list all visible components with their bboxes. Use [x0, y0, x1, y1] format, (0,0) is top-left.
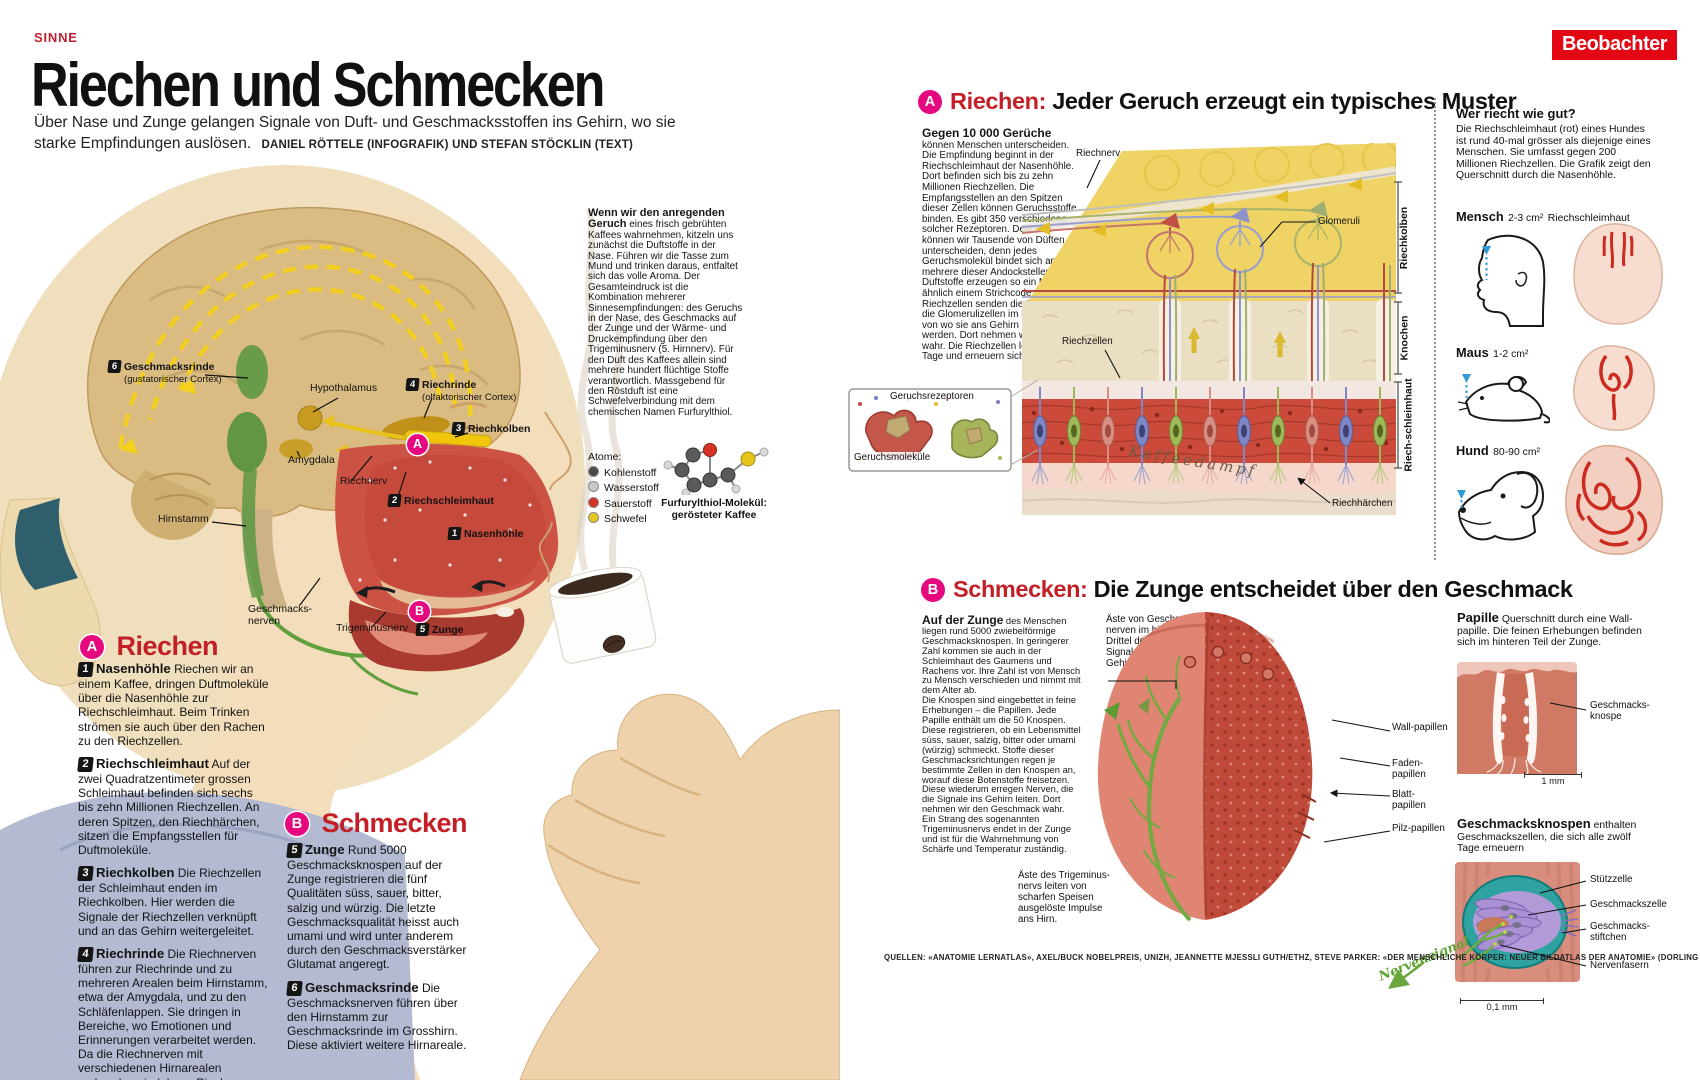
legend-item-wasserstoff: Wasserstoff: [588, 481, 659, 497]
section-riechen-heading: A Riechen: [80, 631, 218, 662]
species-mensch-label: Mensch 2-3 cm² Riechschleimhaut: [1456, 209, 1630, 224]
label-trigeminusnerv: Trigeminusnerv: [336, 622, 408, 634]
mouse-icon: [1458, 374, 1550, 424]
label-riechhaerchen: Riechhärchen: [1332, 498, 1393, 509]
page-title: Riechen und Schmecken: [31, 51, 605, 120]
species-hund-label: Hund 80-90 cm²: [1456, 443, 1540, 458]
kicker: SINNE: [34, 30, 78, 45]
sidebar-text: Die Riechschleimhaut (rot) eines Hundes …: [1456, 124, 1651, 182]
label-hirnstamm: Hirnstamm: [158, 513, 209, 525]
legend-item-schwefel: Schwefel: [588, 512, 659, 528]
knospen-block: Geschmacksknospen enthalten Geschmacksze…: [1457, 816, 1637, 855]
atoms-legend: Atome: Kohlenstoff Wasserstoff Sauerstof…: [588, 450, 659, 528]
section-schmecken-heading: B Schmecken: [285, 808, 468, 839]
human-head-icon: [1476, 234, 1546, 327]
label-geruchsrezeptoren: Geruchsrezeptoren: [888, 391, 976, 402]
badge-1: 1: [447, 527, 462, 540]
section-a-marker: A: [80, 634, 104, 659]
receptor-inset: [848, 388, 1012, 472]
dog-icon: [1457, 470, 1545, 541]
label-geschmacksnerven: Geschmacks-nerven: [248, 603, 313, 627]
hydrogen-swatch-icon: [588, 481, 599, 492]
papilla-crosssection: [1457, 662, 1577, 774]
layer-label-knochen: Knochen: [1398, 315, 1411, 361]
scale-01mm: 0,1 mm: [1460, 998, 1544, 1012]
sulfur-swatch-icon: [588, 512, 599, 523]
label-wallpapillen: Wall-papillen: [1392, 722, 1448, 733]
carbon-swatch-icon: [588, 465, 599, 477]
legend-item-kohlenstoff: Kohlenstoff: [588, 465, 659, 482]
label-geschmacksstiftchen: Geschmacks-stiftchen: [1590, 921, 1650, 943]
taste-bud-illustration: [1455, 862, 1580, 982]
badge-2: 2: [387, 494, 402, 507]
dog-nose-crosssection-icon: [1565, 444, 1663, 555]
mouse-nose-crosssection-icon: [1573, 345, 1655, 431]
tongue-illustration: [1097, 612, 1317, 922]
legend-item-sauerstoff: Sauerstoff: [588, 496, 659, 513]
divider-dotted: [1434, 98, 1436, 560]
note-trigeminus: Äste des Trigeminus-nervs leiten von sch…: [1018, 870, 1111, 925]
intro-text: Wenn wir den anregenden Geruch eines fri…: [588, 207, 743, 418]
panel-b-body: Auf der Zunge des Menschen liegen rund 5…: [922, 613, 1081, 854]
label-blattpapillen: Blatt-papillen: [1392, 789, 1426, 811]
molecule-caption: Furfurylthiol-Molekül: gerösteter Kaffee: [661, 498, 767, 521]
subtitle: Über Nase und Zunge gelangen Signale von…: [34, 112, 684, 156]
panel-a-headline: Riechen: Jeder Geruch erzeugt ein typisc…: [950, 88, 1517, 114]
sidebar-title: Wer riecht wie gut?: [1456, 106, 1576, 121]
papille-block: Papille Querschnitt durch eine Wall-papi…: [1457, 610, 1642, 649]
sources-line: QUELLEN: «ANATOMIE LERNATLAS», AXEL/BUCK…: [884, 953, 1700, 962]
layer-label-riechschleimhaut: Riech-schleimhaut: [1402, 378, 1415, 472]
subtitle-text: Über Nase und Zunge gelangen Signale von…: [34, 114, 676, 152]
badge-4: 4: [405, 378, 420, 391]
furfurylthiol-molecule-icon: [663, 443, 769, 495]
label-geschmacksknospe: Geschmacks-knospe: [1590, 700, 1650, 722]
badge-6: 6: [107, 360, 122, 373]
badge-5: 5: [415, 623, 430, 636]
scale-1mm: 1 mm: [1524, 772, 1582, 786]
layer-label-riechkolben: Riechkolben: [1398, 206, 1411, 270]
badge-3: 3: [451, 422, 466, 435]
label-geruchsmolekuele: Geruchsmoleküle: [852, 452, 933, 463]
label-pilzpapillen: Pilz-papillen: [1392, 823, 1445, 834]
brand-logo: Beobachter: [1552, 30, 1678, 60]
label-glomeruli: Glomeruli: [1318, 216, 1360, 227]
section-b-marker: B: [285, 811, 309, 836]
panel-a-body: Gegen 10 000 Gerüche können Menschen unt…: [922, 126, 1078, 363]
credit: DANIEL RÖTTELE (INFOGRAFIK) UND STEFAN S…: [261, 139, 633, 151]
panel-b-headline: Schmecken: Die Zunge entscheidet über de…: [953, 576, 1573, 602]
oxygen-swatch-icon: [588, 496, 599, 508]
panel-b-marker: B: [921, 578, 945, 602]
label-riechnerv-left: Riechnerv: [340, 475, 388, 487]
panel-a-marker: A: [918, 90, 942, 114]
label-nervenfasern: Nervenfasern: [1590, 960, 1649, 971]
label-amygdala: Amygdala: [288, 454, 335, 466]
label-riechzellen: Riechzellen: [1062, 336, 1113, 347]
atoms-title: Atome:: [588, 451, 622, 463]
human-nose-crosssection-icon: [1573, 223, 1663, 325]
label-stuetzzelle: Stützzelle: [1590, 874, 1633, 885]
figure-marker-a: A: [407, 434, 428, 455]
label-geschmackszelle: Geschmackszelle: [1590, 899, 1667, 910]
label-hypothalamus: Hypothalamus: [310, 382, 378, 394]
figure-marker-b: B: [409, 601, 430, 622]
species-maus-label: Maus 1-2 cm²: [1456, 345, 1529, 360]
label-riechnerv: Riechnerv: [1076, 148, 1121, 159]
label-fadenpapillen: Faden-papillen: [1392, 758, 1426, 780]
